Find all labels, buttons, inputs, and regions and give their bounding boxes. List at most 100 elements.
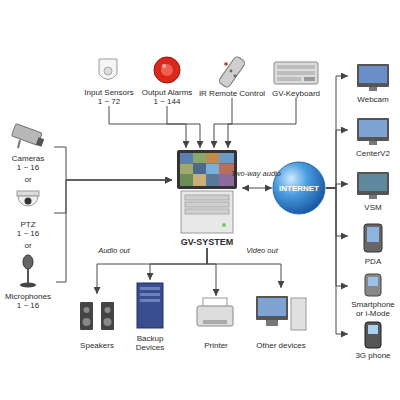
- node-label: 1 ~ 16: [17, 301, 39, 310]
- phone-icon: [365, 322, 381, 348]
- speaker-icon: [101, 302, 114, 330]
- node-label: Microphones: [5, 292, 51, 301]
- centerv2-screen: [357, 118, 389, 145]
- camera-icon: [11, 124, 44, 148]
- webcam-screen: [357, 64, 389, 87]
- ptz-icon: [17, 191, 39, 196]
- system-monitor: [206, 174, 219, 186]
- sensor-icon: [104, 67, 112, 75]
- node-label: IR Remote Control: [199, 89, 265, 98]
- webcam-screen: [357, 64, 389, 91]
- client-node: CenterV2: [348, 116, 398, 158]
- system-tower: [222, 223, 226, 227]
- node-label: Speakers: [80, 341, 114, 350]
- webcam-screen: [369, 87, 377, 91]
- ptz-node: PTZ1 ~ 16: [2, 188, 54, 238]
- alternative-note: or: [24, 241, 31, 250]
- signal-label: Two-way audio: [231, 169, 281, 178]
- connector-arrow: [56, 180, 172, 282]
- centerv2-screen: [369, 141, 377, 145]
- node-label: 3G phone: [355, 351, 390, 360]
- keyboard-icon: [277, 77, 301, 81]
- node-label: Other devices: [256, 341, 305, 350]
- camera-icon: [36, 137, 44, 147]
- computer-icon: [258, 298, 286, 316]
- smartphone-icon: [365, 274, 381, 296]
- node-label: CenterV2: [356, 149, 390, 158]
- phone-icon: [365, 322, 381, 348]
- client-node: Smartphone or i-Mode: [348, 272, 398, 318]
- alternative-note: or: [24, 175, 31, 184]
- computer-icon: [266, 320, 278, 326]
- node-label: VSM: [364, 203, 381, 212]
- speaker-icon: [84, 307, 90, 313]
- keyboard-icon: [274, 62, 318, 84]
- connector-arrow: [326, 188, 348, 236]
- node-label: 1 ~ 72: [98, 97, 120, 106]
- system-monitor: [193, 164, 206, 175]
- node-label: GV-SYSTEM: [181, 237, 234, 248]
- printer-icon: [197, 298, 233, 326]
- system-monitor: [219, 153, 234, 164]
- printer-icon: [197, 306, 233, 326]
- client-node: Webcam: [348, 62, 398, 104]
- connector-arrow: [228, 98, 296, 148]
- node-label: INTERNET: [279, 184, 319, 193]
- node-label: PTZ: [20, 220, 35, 229]
- sensor-node: Input Sensors1 ~ 72: [80, 56, 138, 106]
- sensor-icon: [99, 59, 117, 80]
- client-node: VSM: [348, 170, 398, 212]
- alarm-icon: [162, 64, 166, 68]
- connector-arrow: [54, 147, 172, 180]
- computer-icon: [291, 298, 306, 330]
- node-label: Printer: [204, 341, 228, 350]
- connector-arrow: [97, 248, 207, 294]
- vsm-screen: [357, 172, 389, 199]
- alarm-icon: [154, 57, 180, 83]
- alarm-icon: [161, 64, 173, 76]
- remote-icon: [234, 75, 237, 78]
- alarm-node: Output Alarms1 ~ 144: [138, 56, 196, 106]
- system-monitor: [180, 174, 193, 186]
- ptz-icon: [17, 191, 39, 206]
- phone-icon: [368, 325, 378, 334]
- remote-icon: [230, 70, 233, 73]
- vsm-screen: [357, 172, 389, 195]
- connector-arrow: [326, 184, 348, 188]
- computer-icon: [256, 296, 306, 330]
- server-icon: [140, 299, 160, 302]
- vsm-screen: [359, 174, 387, 191]
- system-monitor: [193, 153, 206, 164]
- smartphone-icon: [368, 277, 378, 286]
- node-label: Input Sensors: [84, 88, 133, 97]
- system-monitor: [180, 153, 193, 164]
- pda-icon: [364, 224, 382, 252]
- system-monitor: [180, 164, 193, 175]
- keyboard-icon: [304, 77, 315, 81]
- remote-icon: [218, 55, 246, 88]
- centerv2-screen: [357, 118, 389, 141]
- system-monitor: [177, 150, 237, 189]
- node-label: Cameras: [12, 154, 44, 163]
- speaker-icon: [83, 318, 91, 326]
- printer-icon: [203, 320, 227, 324]
- alarm-icon: [154, 57, 180, 83]
- remote-icon: [224, 62, 228, 66]
- sensor-icon: [99, 59, 117, 80]
- connector-arrow: [326, 76, 348, 188]
- speaker-icon: [80, 302, 114, 330]
- client-node: 3G phone: [348, 320, 398, 360]
- node-label: Smartphone or i-Mode: [348, 300, 398, 318]
- system-monitor: [206, 164, 219, 175]
- connector-arrow: [242, 188, 272, 189]
- microphone-icon: [20, 283, 36, 288]
- speaker-icon: [104, 318, 112, 326]
- ptz-icon: [18, 196, 38, 206]
- connector-arrow: [207, 248, 281, 288]
- system-tower: [185, 195, 229, 200]
- system-tower: [185, 202, 229, 207]
- server-icon: [137, 283, 163, 328]
- speaker-icon: [105, 307, 111, 313]
- microphone-icon: [27, 269, 29, 283]
- vsm-screen: [369, 195, 377, 199]
